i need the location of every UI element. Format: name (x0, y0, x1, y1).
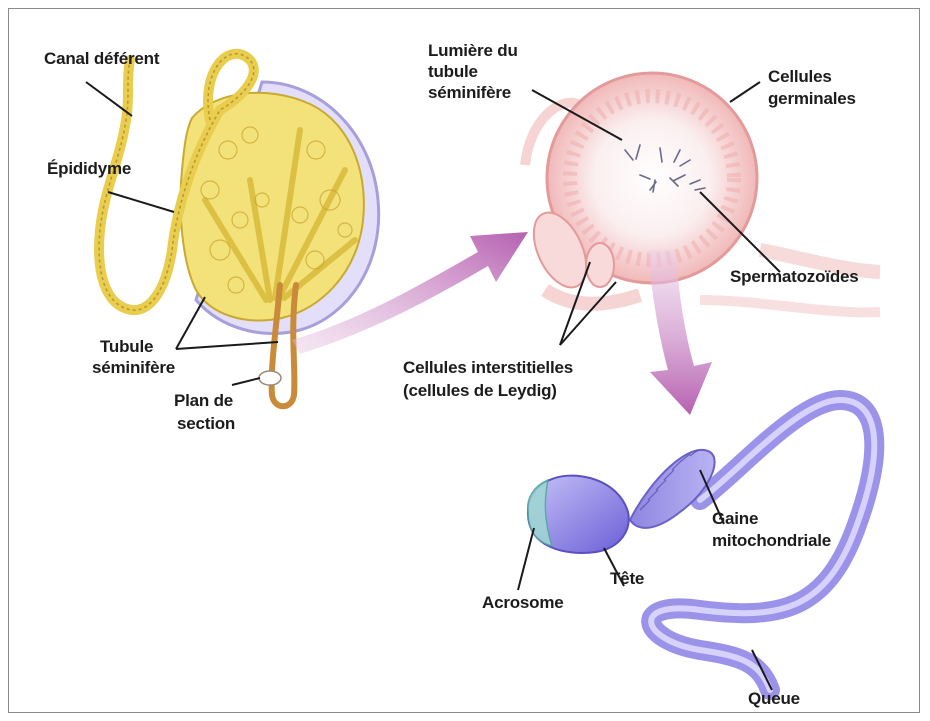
leader-plan (232, 378, 260, 385)
label-lumiere-line1: Lumière du (428, 40, 518, 61)
label-plan-line2: section (177, 413, 235, 434)
label-gaine-line2: mitochondriale (712, 530, 831, 551)
label-tubule-line2: séminifère (92, 357, 175, 378)
leader-tubule-a (176, 297, 205, 349)
label-tete: Tête (610, 568, 644, 589)
leader-tubule-b (176, 342, 278, 349)
label-plan-line1: Plan de (174, 390, 233, 411)
leader-epididyme (108, 192, 174, 212)
label-queue: Queue (748, 688, 800, 709)
label-lumiere-line2: tubule (428, 61, 478, 82)
label-interstitielles-line2: (cellules de Leydig) (403, 380, 557, 401)
label-acrosome: Acrosome (482, 592, 564, 613)
label-interstitielles-line1: Cellules interstitielles (403, 357, 573, 378)
leader-germinales (730, 82, 760, 102)
label-germinales-line1: Cellules (768, 66, 832, 87)
label-epididyme: Épididyme (47, 158, 131, 179)
leader-acrosome (518, 528, 534, 590)
label-gaine-line1: Gaine (712, 508, 758, 529)
label-germinales-line2: germinales (768, 88, 856, 109)
label-canal-deferent: Canal déférent (44, 48, 159, 69)
label-lumiere-line3: séminifère (428, 82, 511, 103)
leader-interstitielles-b (560, 282, 616, 345)
label-spermatozoides: Spermatozoïdes (730, 266, 859, 287)
section-plane-ring (259, 371, 281, 385)
label-tubule-line1: Tubule (100, 336, 153, 357)
sperm-midpiece (630, 450, 715, 528)
